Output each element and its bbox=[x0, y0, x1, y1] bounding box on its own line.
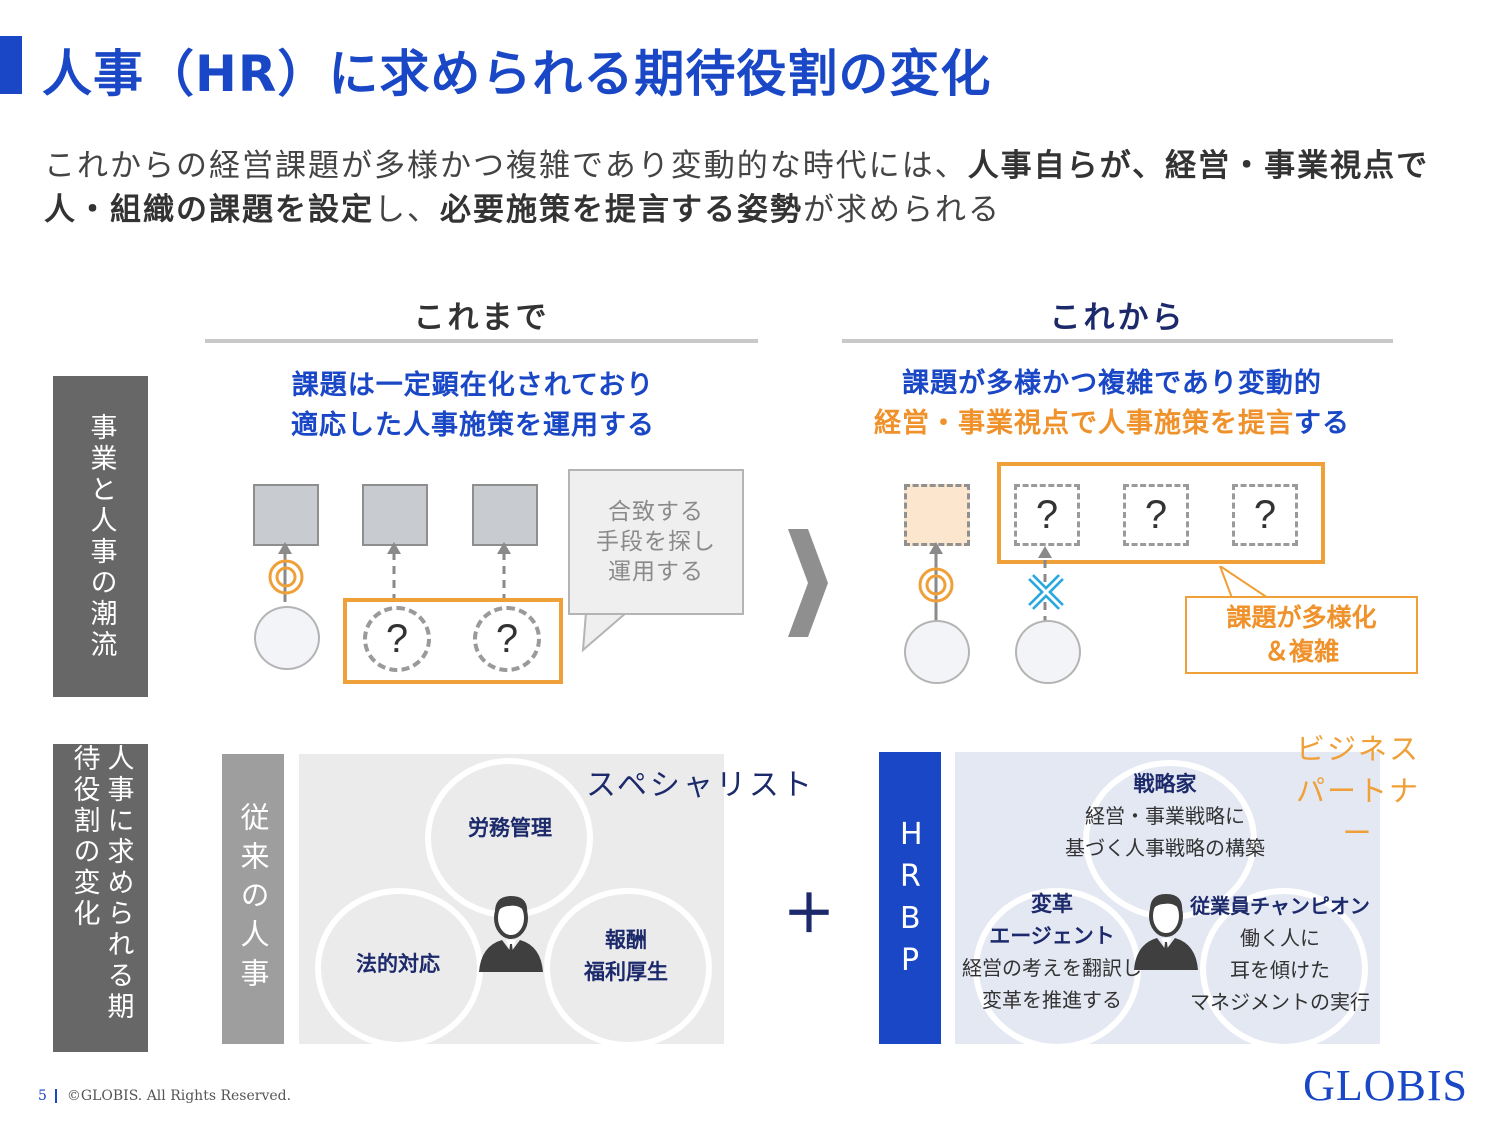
skill-labor: 労務管理 bbox=[468, 816, 552, 840]
after-line2: 経営・事業視点で人事施策を提言する bbox=[862, 404, 1362, 444]
issue-circle bbox=[254, 606, 320, 670]
unknown-solution-box: ? bbox=[1232, 484, 1298, 546]
chevron-right-icon bbox=[788, 529, 828, 637]
column-divider-before bbox=[205, 339, 758, 343]
callout-line1: 合致する bbox=[608, 499, 704, 525]
orange-callout-tail bbox=[1218, 566, 1272, 599]
skill-reward-line2: 福利厚生 bbox=[584, 960, 668, 984]
callout-line3: 運用する bbox=[608, 559, 704, 585]
after-line2-tail: する bbox=[1294, 408, 1350, 439]
title-accent-bar bbox=[0, 36, 22, 94]
strategist-title: 戦略家 bbox=[1133, 772, 1197, 796]
plus-sign: ＋ bbox=[783, 885, 836, 945]
issue-circle bbox=[1015, 620, 1081, 684]
page-title: 人事（HR）に求められる期待役割の変化 bbox=[42, 45, 992, 103]
cross-icon bbox=[1028, 574, 1064, 610]
specialist-label: スペシャリスト bbox=[586, 768, 815, 803]
lead-part2: 人事自らが、経営・事業視点で人・組織の課題を設定 bbox=[44, 148, 1430, 228]
footer: 5 ©GLOBIS. All Rights Reserved. bbox=[38, 1088, 291, 1104]
column-header-before: これまで bbox=[413, 300, 550, 336]
champion-line2: 耳を傾けた bbox=[1230, 958, 1330, 982]
champion-line3: マネジメントの実行 bbox=[1190, 990, 1370, 1014]
partner-line2: パートナー bbox=[1295, 774, 1420, 850]
after-line1: 課題が多様かつ複雑であり変動的 bbox=[902, 368, 1322, 399]
column-header-after: これから bbox=[1049, 300, 1186, 336]
column-divider-after bbox=[842, 339, 1393, 343]
side-label-trend: 事業と人事の潮流 bbox=[53, 376, 148, 697]
before-line1: 課題は一定顕在化されており bbox=[291, 370, 655, 401]
solution-box bbox=[362, 484, 428, 546]
strategist-role: 戦略家 経営・事業戦略に 基づく人事戦略の構築 bbox=[1040, 768, 1290, 864]
copyright: ©GLOBIS. All Rights Reserved. bbox=[66, 1088, 292, 1104]
businessman-icon bbox=[479, 896, 543, 972]
lead-part3: し、 bbox=[374, 192, 440, 228]
unknown-solution-box: ? bbox=[1123, 484, 1189, 546]
footer-separator bbox=[54, 1089, 57, 1103]
unknown-issue-frame bbox=[343, 598, 563, 684]
employee-champion-role: 従業員チャンピオン 働く人に 耳を傾けた マネジメントの実行 bbox=[1180, 890, 1380, 1018]
issue-circle bbox=[904, 620, 970, 684]
change-agent-role: 変革 エージェント 経営の考えを翻訳し 変革を推進する bbox=[952, 888, 1152, 1016]
agent-line1: 経営の考えを翻訳し bbox=[962, 956, 1142, 980]
champion-title: 従業員チャンピオン bbox=[1190, 894, 1370, 918]
lead-part4: 必要施策を提言する姿勢 bbox=[440, 192, 803, 228]
unknown-issue-circle: ? bbox=[473, 606, 541, 672]
strategist-line2: 基づく人事戦略の構築 bbox=[1065, 836, 1265, 860]
bullseye-icon bbox=[268, 559, 304, 595]
bullseye-icon bbox=[918, 567, 954, 603]
hrbp-text: HRBP bbox=[900, 817, 923, 978]
businessman-icon bbox=[1134, 894, 1198, 970]
search-callout: 合致する 手段を探し 運用する bbox=[568, 469, 744, 615]
strategist-line1: 経営・事業戦略に bbox=[1085, 804, 1245, 828]
skill-reward-line1: 報酬 bbox=[605, 928, 647, 952]
page-number: 5 bbox=[38, 1088, 47, 1104]
unknown-issue-circle: ? bbox=[363, 606, 431, 672]
agent-title-line1: 変革 bbox=[1031, 892, 1073, 916]
skill-ring-reward bbox=[544, 888, 712, 1048]
before-line2: 適応した人事施策を運用する bbox=[291, 410, 655, 441]
unknown-solution-box: ? bbox=[1014, 484, 1080, 546]
skill-reward: 報酬 福利厚生 bbox=[556, 924, 696, 988]
callout-line2: 手段を探し bbox=[596, 529, 716, 555]
business-partner-label: ビジネス パートナー bbox=[1288, 728, 1428, 854]
solution-box bbox=[472, 484, 538, 546]
orange-callout-line2: ＆複雑 bbox=[1263, 637, 1339, 666]
lead-part1: これからの経営課題が多様かつ複雑であり変動的な時代には、 bbox=[44, 148, 968, 184]
after-line2-orange: 経営・事業視点で人事施策を提言 bbox=[874, 408, 1294, 439]
lead-part5: が求められる bbox=[803, 192, 1001, 228]
solution-box-proposed bbox=[904, 484, 970, 546]
role-ring-champion bbox=[1200, 888, 1368, 1050]
hrbp-label: HRBP bbox=[879, 752, 941, 1044]
before-description: 課題は一定顕在化されており 適応した人事施策を運用する bbox=[230, 366, 716, 446]
agent-title-line2: エージェント bbox=[989, 924, 1115, 948]
skill-legal: 法的対応 bbox=[356, 952, 440, 976]
traditional-hr-label: 従来の人事 bbox=[222, 754, 284, 1044]
agent-line2: 変革を推進する bbox=[982, 988, 1122, 1012]
globis-logo: GLOBIS bbox=[1303, 1061, 1468, 1110]
diverse-issues-callout: 課題が多様化 ＆複雑 bbox=[1185, 596, 1418, 674]
after-description: 課題が多様かつ複雑であり変動的 経営・事業視点で人事施策を提言する bbox=[862, 364, 1362, 444]
solution-box bbox=[253, 484, 319, 546]
side-label-role: 人事に求められる期待役割の変化 bbox=[53, 744, 148, 1052]
lead-text: これからの経営課題が多様かつ複雑であり変動的な時代には、人事自らが、経営・事業視… bbox=[44, 144, 1464, 232]
orange-callout-line1: 課題が多様化 bbox=[1226, 603, 1377, 632]
diverse-issues-frame bbox=[997, 462, 1325, 564]
champion-line1: 働く人に bbox=[1240, 926, 1320, 950]
partner-line1: ビジネス bbox=[1295, 732, 1420, 766]
